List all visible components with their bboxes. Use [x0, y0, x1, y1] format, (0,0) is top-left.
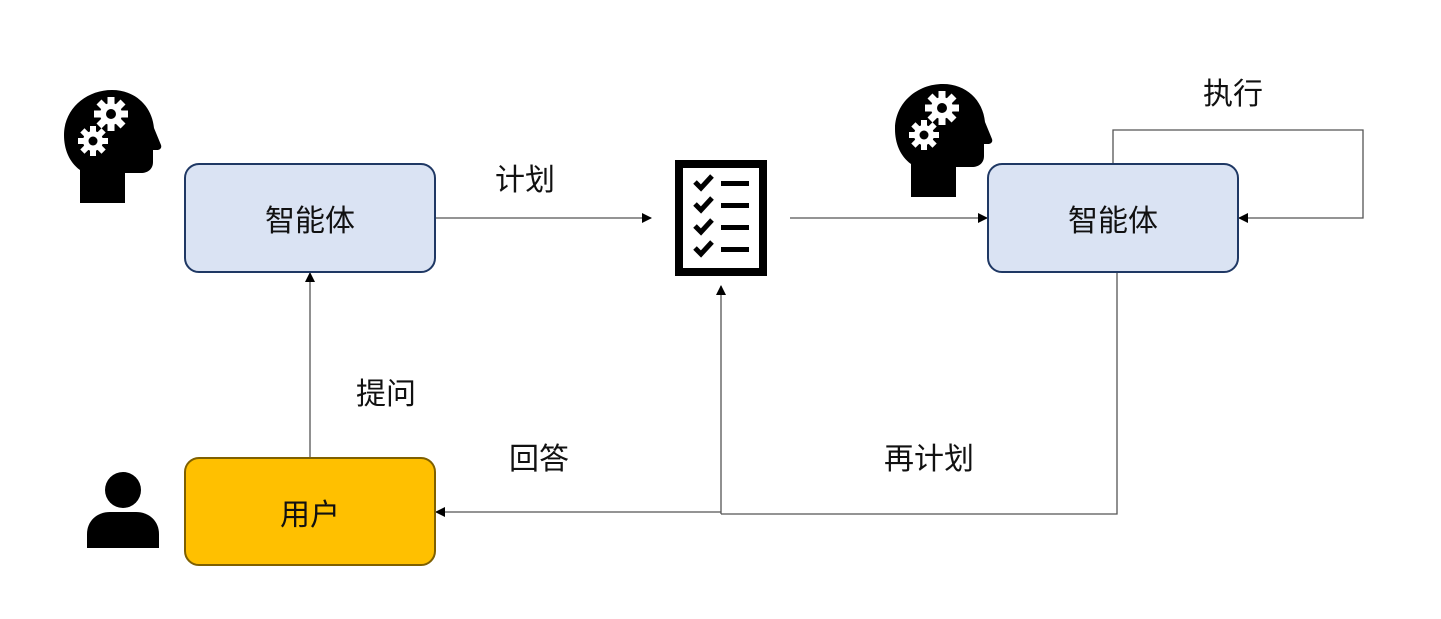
label-replan: 再计划	[884, 442, 974, 477]
agent-right-label: 智能体	[1068, 204, 1158, 239]
user-icon	[87, 472, 159, 548]
arrow-execute-loop	[1112, 129, 1364, 223]
label-ask: 提问	[356, 377, 416, 412]
head-gears-icon	[64, 90, 162, 203]
user-label: 用户	[280, 497, 340, 533]
agent-left-node: 智能体	[184, 163, 436, 273]
label-execute: 执行	[1203, 77, 1263, 112]
label-answer: 回答	[509, 442, 569, 477]
checklist-icon	[675, 160, 767, 276]
arrow-replan-path	[721, 273, 1118, 515]
agent-right-node: 智能体	[987, 163, 1239, 273]
head-gears-icon	[895, 84, 993, 197]
user-node: 用户	[184, 457, 436, 566]
agent-left-label: 智能体	[265, 204, 355, 239]
label-plan: 计划	[495, 163, 555, 198]
